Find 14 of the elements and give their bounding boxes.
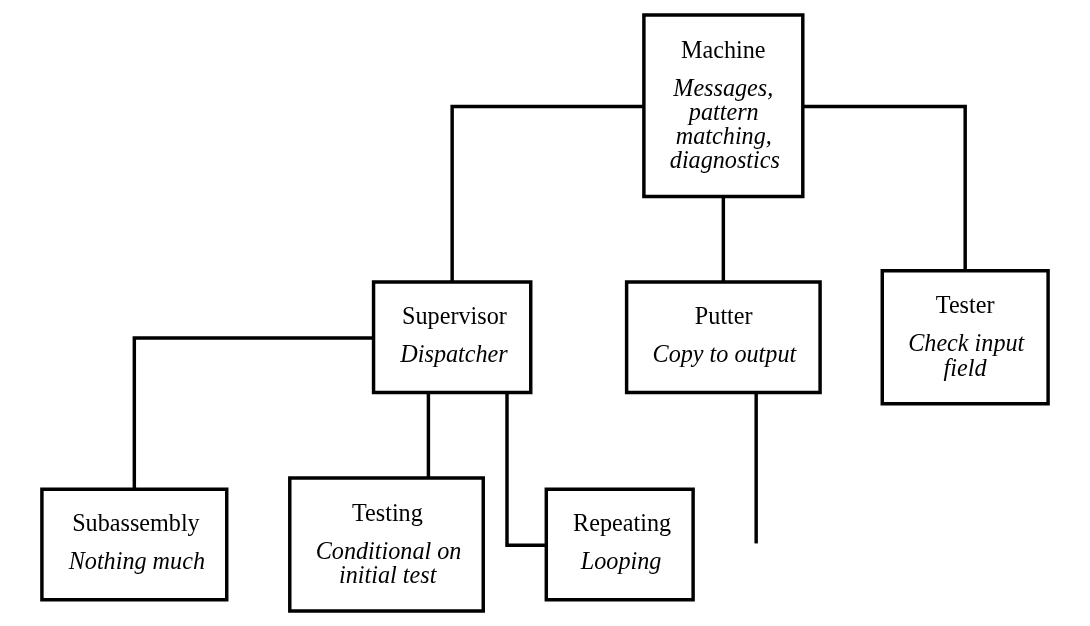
connector [505,392,546,548]
node-box: Machine Messages, pattern matching, diagnostics [642,13,805,199]
node-box: Testing Conditional on initial test [288,476,485,613]
node-box: Repeating Looping [544,487,695,602]
connector [721,196,726,282]
connector [132,336,373,490]
connector [754,392,758,544]
connector [426,392,431,478]
node-box: Tester Check input field [880,268,1050,406]
connector [450,104,644,282]
connector [803,104,967,271]
node-box: Supervisor Dispatcher [371,280,533,395]
node-box: Subassembly Nothing much [40,487,229,602]
node-box: Putter Copy to output [624,280,822,395]
